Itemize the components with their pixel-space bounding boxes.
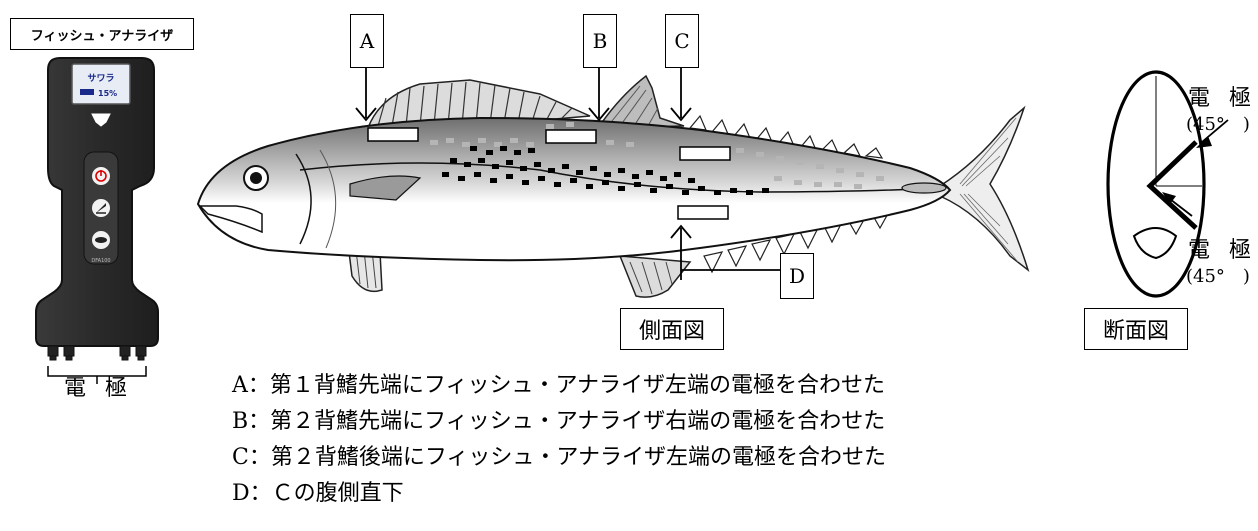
device-model: DFA100 — [91, 258, 110, 264]
marker-d: D — [780, 253, 814, 299]
electrode-position-a — [368, 128, 418, 141]
caption-b: B：第２背鰭先端にフィッシュ・アナライザ右端の電極を合わせた — [232, 404, 885, 440]
lower-electrode-label: 電 極 — [1188, 232, 1257, 264]
electrode-position-d — [678, 206, 728, 219]
caption-c: C：第２背鰭後端にフィッシュ・アナライザ左端の電極を合わせた — [232, 440, 886, 476]
upper-electrode-angle: (45° ) — [1186, 110, 1250, 136]
fish-side-view — [198, 76, 1028, 297]
lower-electrode-angle: (45° ) — [1186, 262, 1250, 288]
upper-electrode-label: 電 極 — [1188, 80, 1257, 112]
screen-value: 15% — [98, 89, 117, 98]
caption-a: A：第１背鰭先端にフィッシュ・アナライザ左端の電極を合わせた — [232, 368, 885, 404]
device-screen — [72, 64, 130, 104]
electrode-position-c — [680, 147, 730, 160]
device-electrode-label: 電 極 — [64, 370, 133, 402]
caption-d: D：Ｃの腹側直下 — [232, 476, 404, 512]
marker-a: A — [350, 14, 384, 68]
fish-analyzer-device: サワラ 15% DFA100 — [36, 58, 158, 384]
marker-c: C — [665, 14, 699, 68]
electrode-pins — [48, 346, 146, 360]
marker-b: B — [583, 14, 617, 68]
screen-fish-name: サワラ — [87, 73, 114, 84]
electrode-position-b — [546, 130, 596, 143]
cross-section-label: 断面図 — [1084, 308, 1188, 350]
side-view-label: 側面図 — [620, 308, 724, 350]
